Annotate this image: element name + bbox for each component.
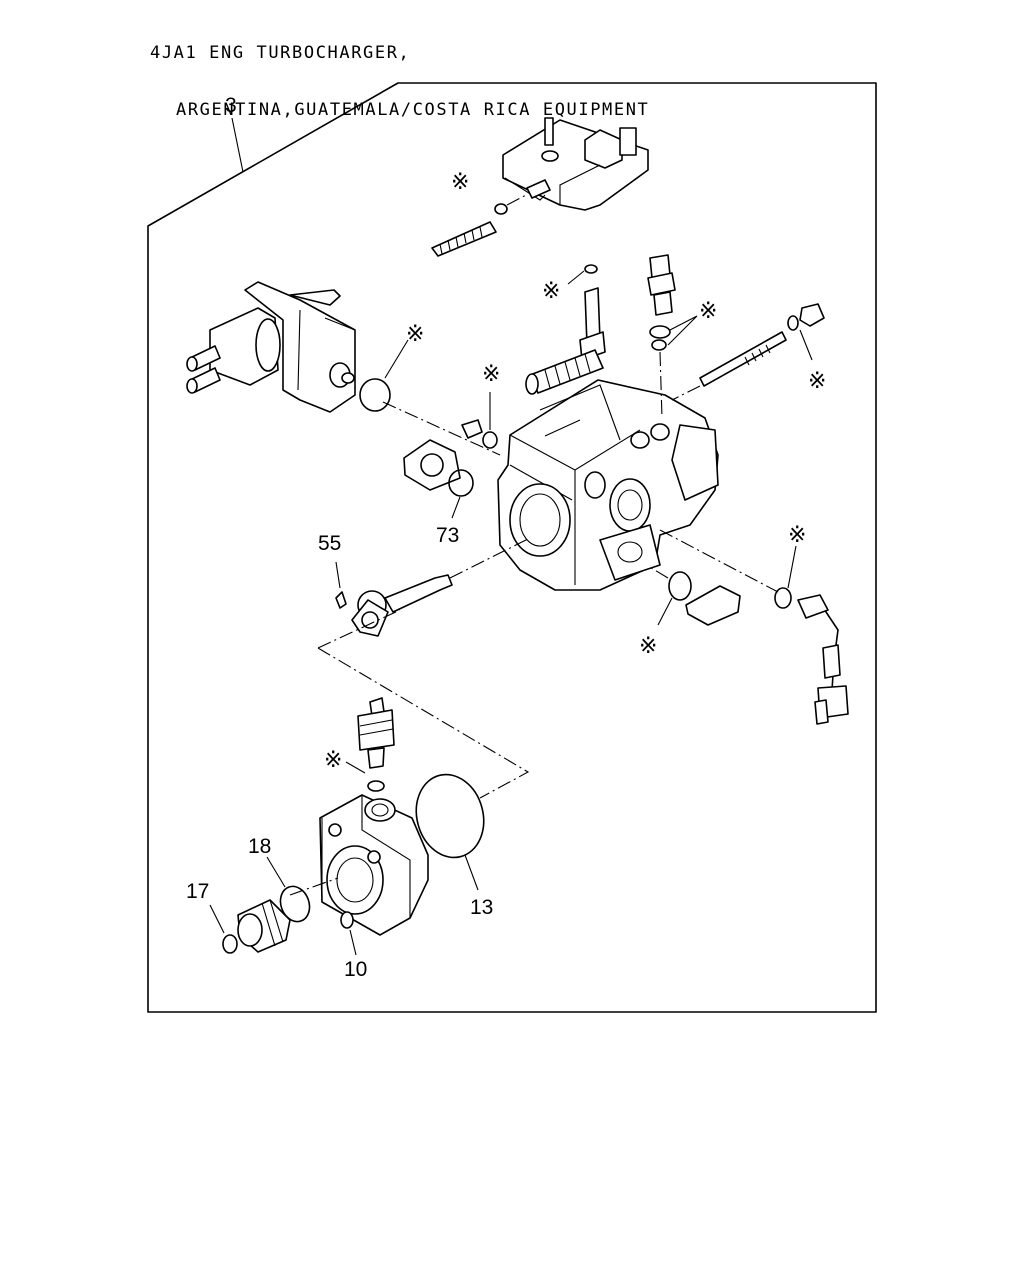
plug-part [237,899,291,953]
o-ring-18-part [279,885,311,923]
lower-housing-part [319,794,429,936]
asterisk-marker: ※ [542,279,560,304]
valve-part [357,697,395,769]
callout-18: 18 [248,835,271,858]
asterisk-marker: ※ [788,523,806,548]
gasket-part [403,439,461,491]
o-ring-73-part [448,469,474,497]
asterisk-marker: ※ [639,634,657,659]
title-line-1: 4JA1 ENG TURBOCHARGER, [150,43,411,63]
title-line-2: ARGENTINA,GUATEMALA/COSTA RICA EQUIPMENT [176,100,650,120]
asterisk-marker: ※ [451,170,469,195]
callout-3: 3 [225,94,237,117]
washer-17-part [222,934,238,954]
governor-spring-part [525,287,606,395]
o-ring-part [494,203,508,215]
asterisk-marker: ※ [324,748,342,773]
cover-plate-part [685,585,741,626]
governor-cover-part [502,117,649,211]
o-ring-part [359,378,391,412]
adjust-screw-part [431,221,497,257]
bolt-10-part [340,911,354,929]
asterisk-marker: ※ [808,369,826,394]
valve-holder-part [647,254,676,316]
o-ring-part [774,587,792,609]
drive-shaft-part [351,574,453,637]
solenoid-part [186,281,356,413]
callout-13: 13 [470,896,493,919]
key-part [335,591,347,609]
sensor-connector-part [797,594,849,725]
callout-leader-3 [231,117,244,173]
rod-part [699,303,825,387]
o-ring-part [584,264,598,274]
asterisk-marker: ※ [406,322,424,347]
callout-73: 73 [436,524,459,547]
bolt-part [461,419,483,439]
o-ring-part [367,780,385,792]
asterisk-marker: ※ [482,362,500,387]
o-ring-part [651,339,667,351]
o-ring-part [649,325,671,339]
assembly-frame [147,82,877,1013]
callout-55: 55 [318,532,341,555]
washer-part [482,431,498,449]
o-ring-13-part [415,773,485,859]
asterisk-marker: ※ [699,299,717,324]
callout-10: 10 [344,958,367,981]
o-ring-part [668,571,692,601]
diagram-title: 4JA1 ENG TURBOCHARGER, ARGENTINA,GUATEMA… [150,6,649,139]
pump-housing-part [497,379,719,591]
callout-17: 17 [186,880,209,903]
